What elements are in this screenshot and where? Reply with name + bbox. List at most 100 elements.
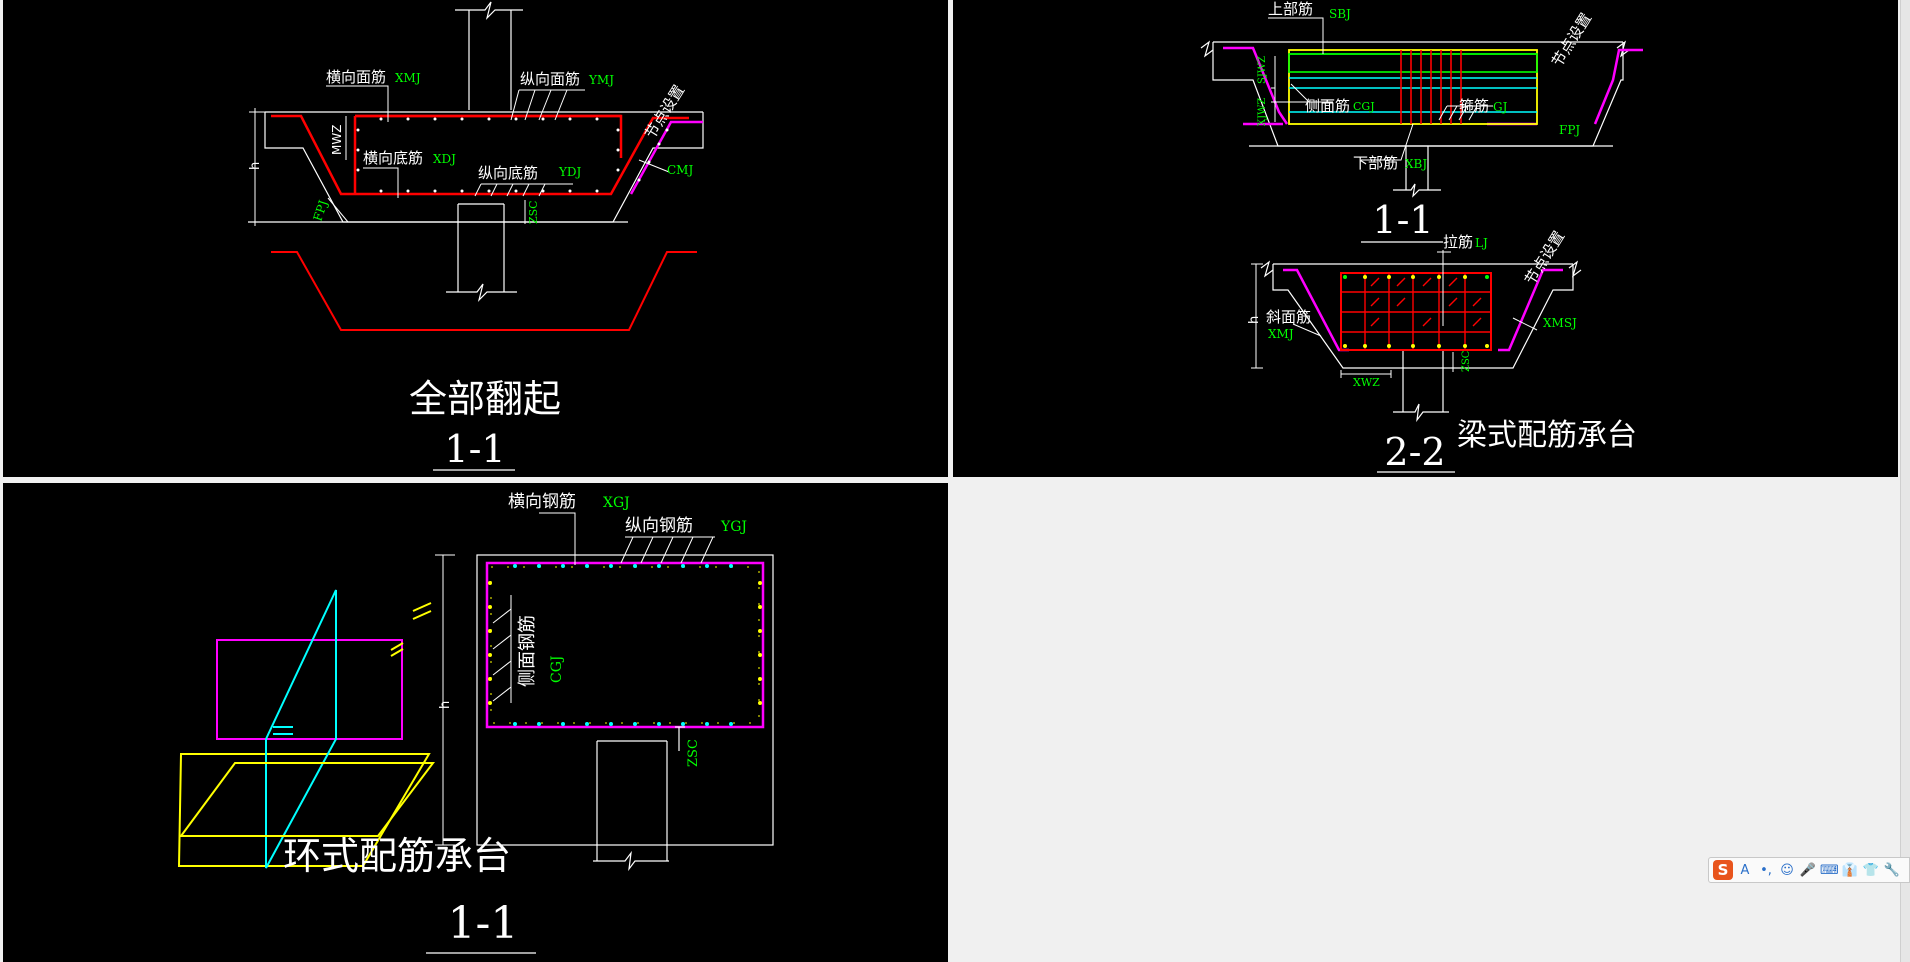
dim-h <box>249 108 265 226</box>
label-side-bar: 侧面钢筋 <box>517 615 538 687</box>
code-zsc-2: ZSC <box>1461 350 1472 372</box>
iso-hooks <box>390 602 432 657</box>
label-tie: 拉筋 <box>1443 233 1473 251</box>
section-label: 1-1 <box>444 427 505 471</box>
drawing-full-fold: h MWZ <box>248 1 704 471</box>
label-node-bottom: 节点设置 <box>1521 228 1568 288</box>
label-top-bar: 上部筋 <box>1268 0 1313 18</box>
leaders <box>492 512 715 703</box>
label-node-top: 节点设置 <box>1548 10 1595 70</box>
iso-slab-yellow <box>177 753 431 867</box>
empty-viewport[interactable] <box>953 483 1898 962</box>
rebar-dots <box>356 117 669 193</box>
label-side-bar-top: 侧面筋 <box>1305 97 1350 115</box>
leaders <box>326 85 670 223</box>
code-bottom-bar: XBJ <box>1405 157 1427 171</box>
cap-outline <box>476 554 774 846</box>
section-1-1-outline <box>1200 40 1630 147</box>
iso-rect-outline <box>216 639 403 740</box>
label-stirrup: 箍筋 <box>1459 97 1489 115</box>
vertical-bars <box>1400 50 1462 124</box>
drawing-panel-beam-cap[interactable]: 上部筋 SBJ 节点设置 XJWZ SJWZ 侧面筋 CGJ 箍筋 GJ FPJ… <box>953 0 1898 477</box>
code-longitudinal-bottom: YDJ <box>558 165 582 179</box>
dim-h <box>435 554 455 846</box>
label-slope-bar: 斜面筋 <box>1266 308 1311 326</box>
ime-settings-icon[interactable]: 🔧 <box>1883 862 1901 878</box>
pile <box>593 726 685 872</box>
label-sjwz: SJWZ <box>1257 56 1268 84</box>
iso-slab-yellow-2 <box>179 762 436 837</box>
section-label-top: 1-1 <box>1372 198 1433 242</box>
drawing-panel-ring-cap[interactable]: h ZSC 横向钢筋 XGJ 纵向钢筋 YGJ 侧面钢筋 CGJ 环式配筋承台 … <box>3 483 948 962</box>
drawing-ring-cap: h ZSC 横向钢筋 XGJ 纵向钢筋 YGJ 侧面钢筋 CGJ 环式配筋承台 … <box>177 492 774 954</box>
code-transverse-bottom: XDJ <box>433 152 456 166</box>
iso-rect-magenta <box>216 639 403 740</box>
section-label-bottom: 2-2 <box>1384 430 1445 474</box>
drawing-beam-cap: 上部筋 SBJ 节点设置 XJWZ SJWZ 侧面筋 CGJ 箍筋 GJ FPJ… <box>1200 0 1643 474</box>
ring-dots-cyan <box>513 564 733 726</box>
ime-toolbar[interactable]: S A •, ☺ 🎤 ⌨ 👔 👕 🔧 <box>1708 857 1910 883</box>
iso-plane-cyan <box>265 589 337 869</box>
code-slope-bar: XMJ <box>1268 327 1294 341</box>
ime-punctuation-icon[interactable]: •, <box>1760 862 1772 878</box>
leaders-top <box>1268 17 1493 161</box>
section-2-2-outline <box>1260 260 1582 423</box>
cap-outline <box>248 111 704 223</box>
pile-top <box>1393 146 1441 198</box>
code-tie: LJ <box>1475 236 1488 250</box>
code-zsc: ZSC <box>527 200 540 224</box>
side-bars <box>1289 77 1537 113</box>
tie-dots-green <box>1343 275 1489 279</box>
tie-dots <box>1343 275 1489 348</box>
code-top-bar: SBJ <box>1329 7 1351 21</box>
ring-bar-magenta <box>485 561 765 729</box>
label-longitudinal-bar: 纵向钢筋 <box>625 516 693 536</box>
ime-skin-icon[interactable]: 👔 <box>1841 862 1859 878</box>
code-zsc: ZSC <box>686 739 701 767</box>
label-h: h <box>438 701 453 709</box>
code-xwz: XWZ <box>1353 376 1380 389</box>
ime-keyboard-icon[interactable]: ⌨ <box>1820 862 1839 878</box>
code-xmsj: XMSJ <box>1543 316 1577 330</box>
code-longitudinal-top: YMJ <box>588 73 614 87</box>
rebar-slope <box>629 120 703 195</box>
tie-hooks <box>1370 277 1482 327</box>
ime-voice-icon[interactable]: 🎤 <box>1799 862 1817 878</box>
label-transverse-bottom: 横向底筋 <box>363 149 423 167</box>
ring-bar-dots <box>490 566 760 724</box>
ime-emoji-icon[interactable]: ☺ <box>1780 862 1794 878</box>
slope-bars-bottom <box>1283 268 1563 352</box>
section-label: 1-1 <box>448 898 519 949</box>
drawing-title: 环式配筋承台 <box>283 834 511 878</box>
label-bottom-bar: 下部筋 <box>1353 154 1398 172</box>
code-side-bar-top: CGJ <box>1353 100 1375 113</box>
column-top <box>455 1 523 110</box>
drawing-title: 梁式配筋承台 <box>1457 418 1637 453</box>
ime-mode-icon[interactable]: A <box>1740 862 1750 878</box>
leaders-bottom <box>1292 250 1538 337</box>
code-side-bar: CGJ <box>549 655 565 683</box>
drawing-panel-full-fold[interactable]: h MWZ <box>3 0 948 477</box>
label-transverse-top: 横向面筋 <box>326 68 386 86</box>
label-longitudinal-bottom: 纵向底筋 <box>478 164 538 182</box>
rebar-folded-outline <box>271 251 697 331</box>
ime-apparel-icon[interactable]: 👕 <box>1862 862 1880 878</box>
label-xjwz: XJWZ <box>1257 98 1268 126</box>
drawing-title: 全部翻起 <box>409 377 561 421</box>
code-cmj: CMJ <box>667 163 693 177</box>
code-fpj: FPJ <box>311 198 331 223</box>
top-bars <box>1288 53 1538 73</box>
code-stirrup: GJ <box>1493 100 1508 114</box>
code-longitudinal-bar: YGJ <box>720 519 747 535</box>
code-transverse-bar: XGJ <box>603 495 630 511</box>
label-transverse-bar: 横向钢筋 <box>508 492 576 512</box>
label-h: h <box>248 162 263 170</box>
label-h-2: h <box>1247 316 1262 324</box>
label-longitudinal-top: 纵向面筋 <box>520 70 580 88</box>
pile-bottom <box>446 203 517 302</box>
label-mwz: MWZ <box>330 125 344 155</box>
dim-h-2 <box>1251 263 1454 378</box>
ring-dots-yellow <box>488 581 762 705</box>
vertical-scrollbar[interactable] <box>1900 0 1910 962</box>
sogou-logo-icon[interactable]: S <box>1713 860 1733 880</box>
